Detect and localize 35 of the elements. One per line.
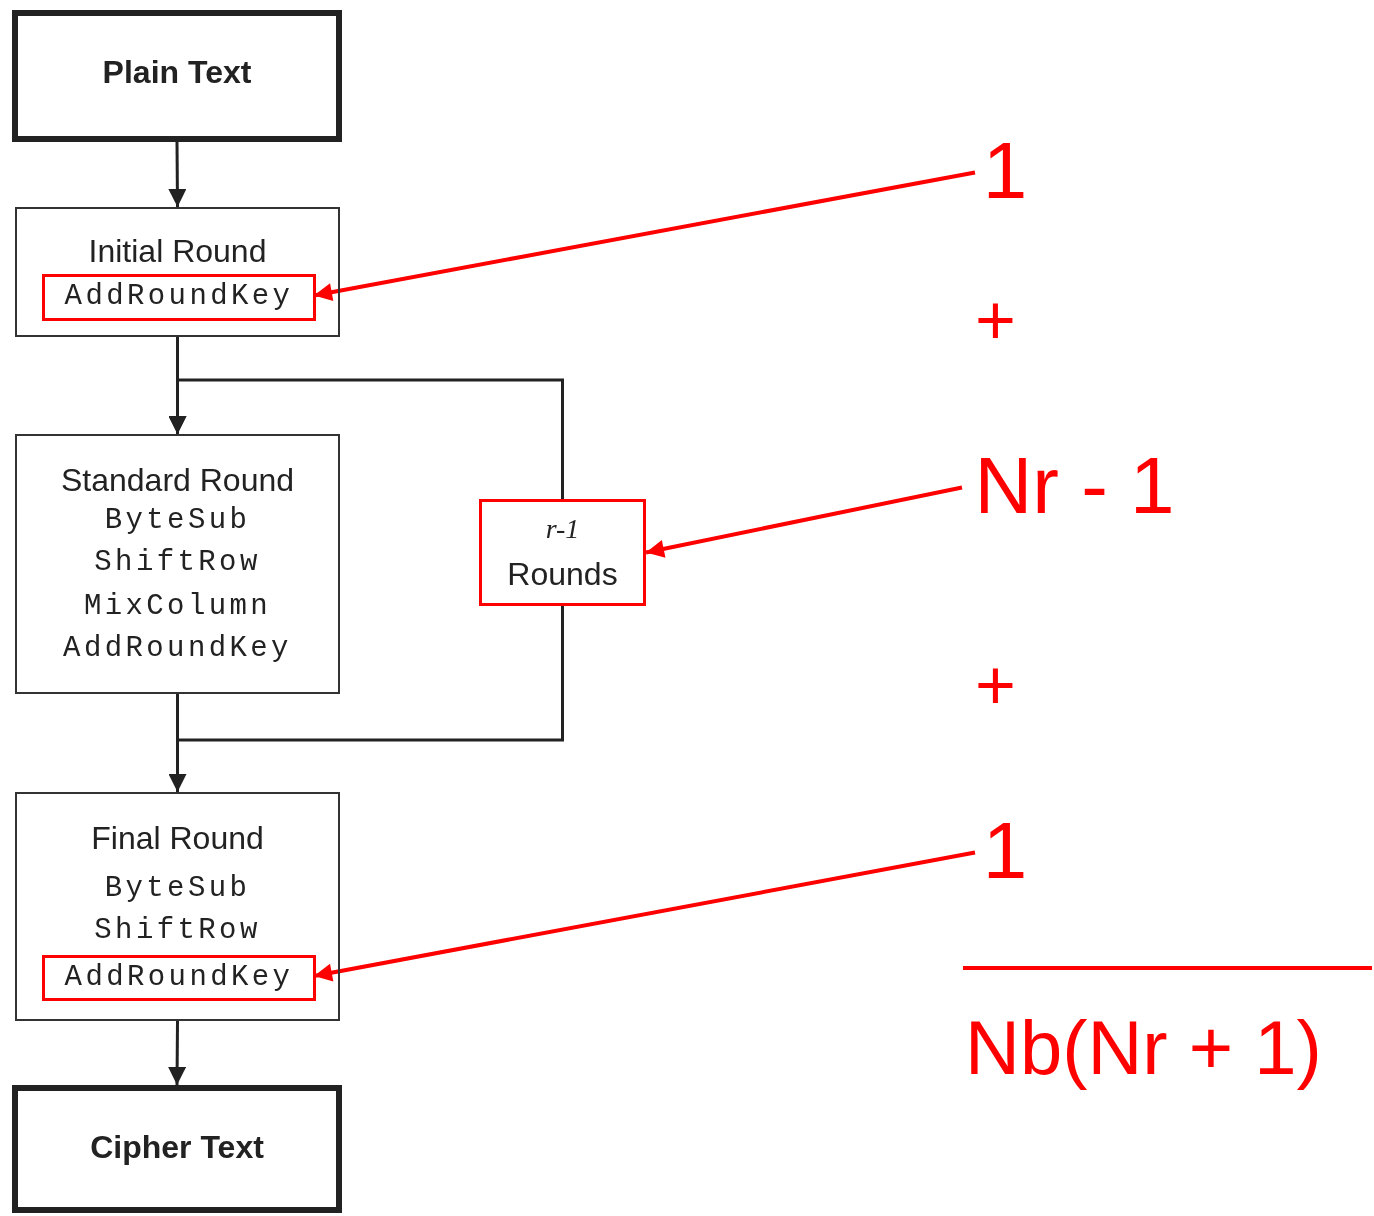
arrow [168,142,187,207]
highlight-box [42,274,316,321]
formula-term: Nb(Nr + 1) [965,1004,1322,1092]
plus-sign: + [975,280,1016,360]
leader-line [645,485,963,558]
step-name: AddRoundKey [63,280,295,313]
step-name: MixColumn [82,590,273,623]
step-name: ByteSub [103,504,252,537]
round-title: Standard Round [59,462,296,499]
round-title: Final Round [90,820,265,857]
step-name: ByteSub [103,872,252,905]
process-box [15,792,340,1021]
highlight-box [479,499,646,606]
formula-term: 1 [981,805,1029,897]
plus-sign: + [975,645,1016,725]
step-name: ShiftRow [93,546,262,579]
round-label: Rounds [506,556,619,593]
highlight-box [42,955,316,1001]
leader-line [313,170,976,302]
formula-term: 1 [981,125,1029,217]
step-name: AddRoundKey [62,632,293,665]
node-title: Plain Text [101,54,253,91]
step-name: AddRoundKey [63,961,295,994]
arrow [168,378,564,499]
process-box [15,434,340,694]
arrow [168,1021,187,1085]
round-title: Initial Round [87,233,268,270]
terminal-box [12,1085,342,1213]
node-title: Cipher Text [89,1129,265,1166]
round-count: r-1 [544,513,581,545]
process-box [15,207,340,337]
step-name: ShiftRow [93,914,262,947]
formula-term: Nr - 1 [973,440,1176,532]
leader-line [313,850,976,982]
terminal-box [12,10,342,142]
